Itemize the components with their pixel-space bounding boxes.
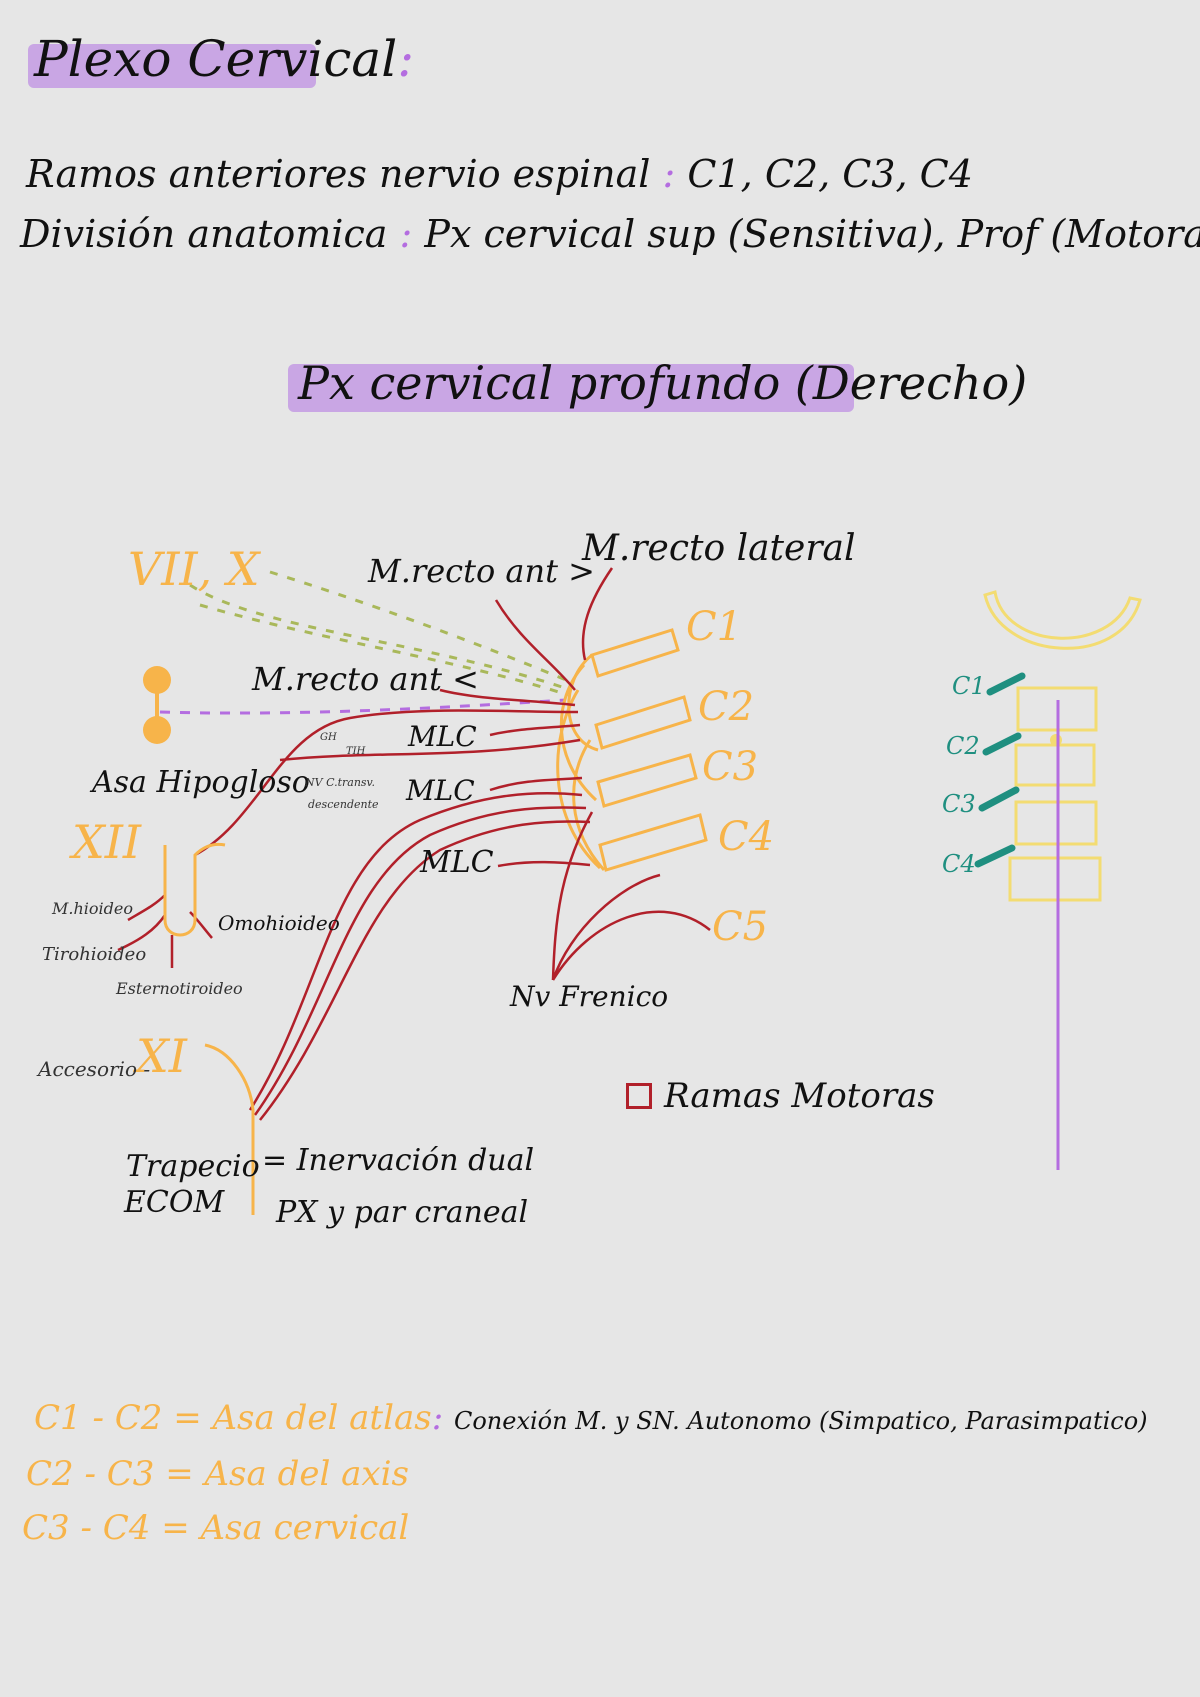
label-recto-ant-mayor: M.recto ant > xyxy=(367,552,595,590)
spine-label-c3: C3 xyxy=(942,790,976,818)
label-esternotiroideo: Esternotiroideo xyxy=(115,979,243,998)
label-trapecio: Trapecio xyxy=(126,1149,260,1184)
vertebra-3 xyxy=(1014,800,1098,846)
intro-line-1: Ramos anteriores nervio espinal : C1, C2… xyxy=(26,152,973,196)
cranial-label-xii: XII xyxy=(69,815,142,869)
title-highlight xyxy=(28,44,316,88)
root-label-c4: C4 xyxy=(718,814,774,860)
spine-label-c1: C1 xyxy=(952,672,986,700)
vertebra-2 xyxy=(1014,743,1096,787)
label-m-hioideo: M.hioideo xyxy=(51,899,133,918)
footer-row-1-loop: C1 - C2 = Asa del atlas xyxy=(34,1398,432,1438)
spine-label-c4: C4 xyxy=(942,850,976,878)
hypoglossal-nucleus xyxy=(143,666,171,744)
intro-line-2-value: Px cervical sup (Sensitiva), Prof (Motor… xyxy=(424,212,1200,256)
footer-row-1: C1 - C2 = Asa del atlas: Conexión M. y S… xyxy=(34,1398,1148,1438)
label-ecom: ECOM xyxy=(123,1185,225,1220)
root-label-c2: C2 xyxy=(698,684,754,730)
intro-line-2-label: División anatomica xyxy=(20,212,388,256)
motor-branches xyxy=(117,567,711,1121)
label-small-nv-desc: descendente xyxy=(308,798,379,811)
hypoglossal-connection-line xyxy=(159,698,567,715)
intro-line-1-colon: : xyxy=(662,152,676,196)
cranial-nerve-loops xyxy=(163,842,255,1215)
label-inervacion-dual: = Inervación dual xyxy=(262,1143,534,1178)
label-mlc-3: MLC xyxy=(419,845,494,880)
cranial-connection-lines xyxy=(189,570,569,697)
label-recto-ant-menor: M.recto ant < xyxy=(251,660,479,698)
section-title: Px cervical profundo (Derecho) xyxy=(298,356,1028,410)
footer-row-3: C3 - C4 = Asa cervical xyxy=(22,1508,410,1548)
label-tirohioideo: Tirohioideo xyxy=(42,944,146,965)
vertebra-4 xyxy=(1008,856,1102,902)
cervical-roots xyxy=(556,628,708,872)
section-title-highlight xyxy=(288,364,854,412)
title-colon: : xyxy=(397,30,415,88)
label-asa-hipogloso: Asa Hipogloso xyxy=(89,765,310,800)
legend-swatch xyxy=(626,1083,652,1109)
intro-line-1-label: Ramos anteriores nervio espinal xyxy=(26,152,651,196)
cranial-label-xi: XI xyxy=(133,1029,188,1083)
label-mlc-1: MLC xyxy=(407,720,477,753)
label-omohioideo: Omohioideo xyxy=(218,911,340,935)
atlas-arch xyxy=(983,590,1142,650)
label-nv-frenico: Nv Frenico xyxy=(509,980,668,1013)
legend-label: Ramas Motoras xyxy=(664,1076,935,1116)
intro-line-2-colon: : xyxy=(399,212,413,256)
root-label-c5: C5 xyxy=(712,904,768,950)
page-title: Plexo Cervical: xyxy=(34,30,414,88)
label-small-gh: GH xyxy=(320,732,337,743)
label-mlc-2: MLC xyxy=(405,774,475,807)
footer-row-2: C2 - C3 = Asa del axis xyxy=(26,1454,409,1494)
label-accesorio: Accesorio - xyxy=(36,1057,150,1081)
intro-line-1-value: C1, C2, C3, C4 xyxy=(687,152,973,196)
footer-row-1-description: Conexión M. y SN. Autonomo (Simpatico, P… xyxy=(453,1407,1148,1435)
label-small-tih: TIH xyxy=(346,746,366,757)
label-recto-lateral: M.recto lateral xyxy=(581,528,856,569)
footer-row-1-colon: : xyxy=(431,1398,444,1438)
root-label-c3: C3 xyxy=(702,744,758,790)
spine-label-c2: C2 xyxy=(946,732,980,760)
cranial-label-vii-x: VII, X xyxy=(128,542,262,596)
root-label-c1: C1 xyxy=(686,604,742,650)
label-small-nv: NV C.transv. xyxy=(304,776,375,789)
page-title-text: Plexo Cervical xyxy=(34,30,398,88)
intro-line-2: División anatomica : Px cervical sup (Se… xyxy=(20,212,1200,256)
spine-schematic: C1 C2 C3 C4 xyxy=(942,590,1142,1170)
label-px-par-craneal: PX y par craneal xyxy=(275,1195,528,1230)
